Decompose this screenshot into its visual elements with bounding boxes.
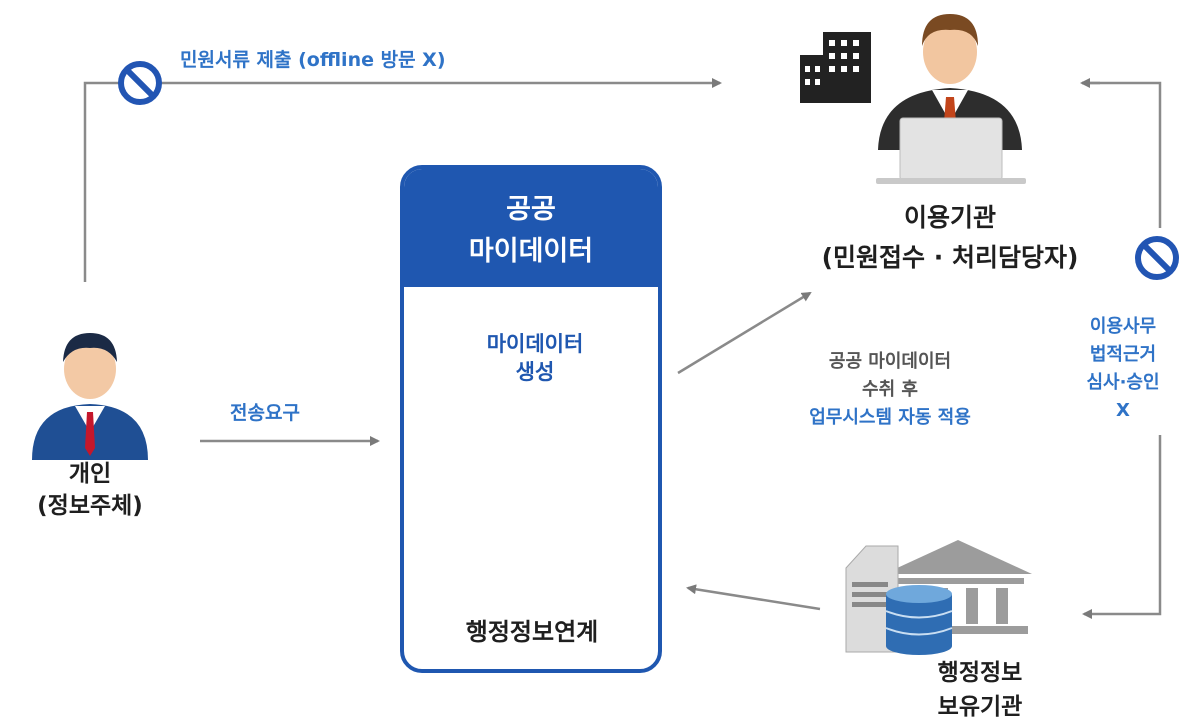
individual-label-line2: (정보주체) <box>37 493 143 519</box>
holder-org-line2: 보유기관 <box>937 694 1023 720</box>
prohibit-icon-top <box>118 61 162 105</box>
public-mydata-panel: 공공 마이데이터 <box>400 165 662 673</box>
holder-to-panel-arrow <box>686 584 821 611</box>
screen-text-line2: 생성 <box>515 360 555 384</box>
review-line2: 법적근거 <box>1089 344 1157 365</box>
review-line3: 심사·승인 <box>1086 372 1160 393</box>
user-org-line2: (민원접수 · 처리담당자) <box>821 243 1079 272</box>
panel-header: 공공 마이데이터 <box>404 169 658 287</box>
screen-text-line1: 마이데이터 <box>486 332 584 356</box>
panel-to-org-arrow <box>677 291 812 375</box>
auto-apply-line1: 공공 마이데이터 <box>828 351 952 372</box>
transfer-request-label: 전송요구 <box>230 402 300 424</box>
holder-org-line1: 행정정보 <box>937 660 1023 686</box>
building-businessman-icon <box>800 14 1026 184</box>
person-icon <box>32 333 148 460</box>
review-line4: X <box>1116 400 1130 421</box>
review-line1: 이용사무 <box>1089 316 1157 337</box>
holder-org-label: 행정정보 보유기관 <box>895 656 1065 724</box>
auto-apply-line2: 수취 후 <box>862 379 918 400</box>
review-label: 이용사무 법적근거 심사·승인 X <box>1068 313 1178 425</box>
review-line-bottom <box>1082 435 1162 619</box>
user-org-label: 이용기관 (민원접수 · 처리담당자) <box>760 198 1140 278</box>
panel-title-line1: 공공 <box>506 194 556 225</box>
user-org-line1: 이용기관 <box>903 203 996 232</box>
auto-apply-label: 공공 마이데이터 수취 후 업무시스템 자동 적용 <box>740 348 1040 432</box>
admin-info-link-label: 행정정보연계 <box>465 618 599 646</box>
individual-label: 개인 (정보주체) <box>10 458 170 522</box>
prohibit-icon-right <box>1135 236 1179 280</box>
panel-title-line2: 마이데이터 <box>468 236 594 267</box>
review-line-top <box>1082 81 1162 228</box>
auto-apply-line3: 업무시스템 자동 적용 <box>809 407 971 428</box>
top-flow-arrow <box>83 78 722 282</box>
top-flow-label: 민원서류 제출 (offline 방문 X) <box>180 49 446 71</box>
individual-label-line1: 개인 <box>68 461 112 487</box>
server-database-bank-icon <box>845 540 1032 655</box>
